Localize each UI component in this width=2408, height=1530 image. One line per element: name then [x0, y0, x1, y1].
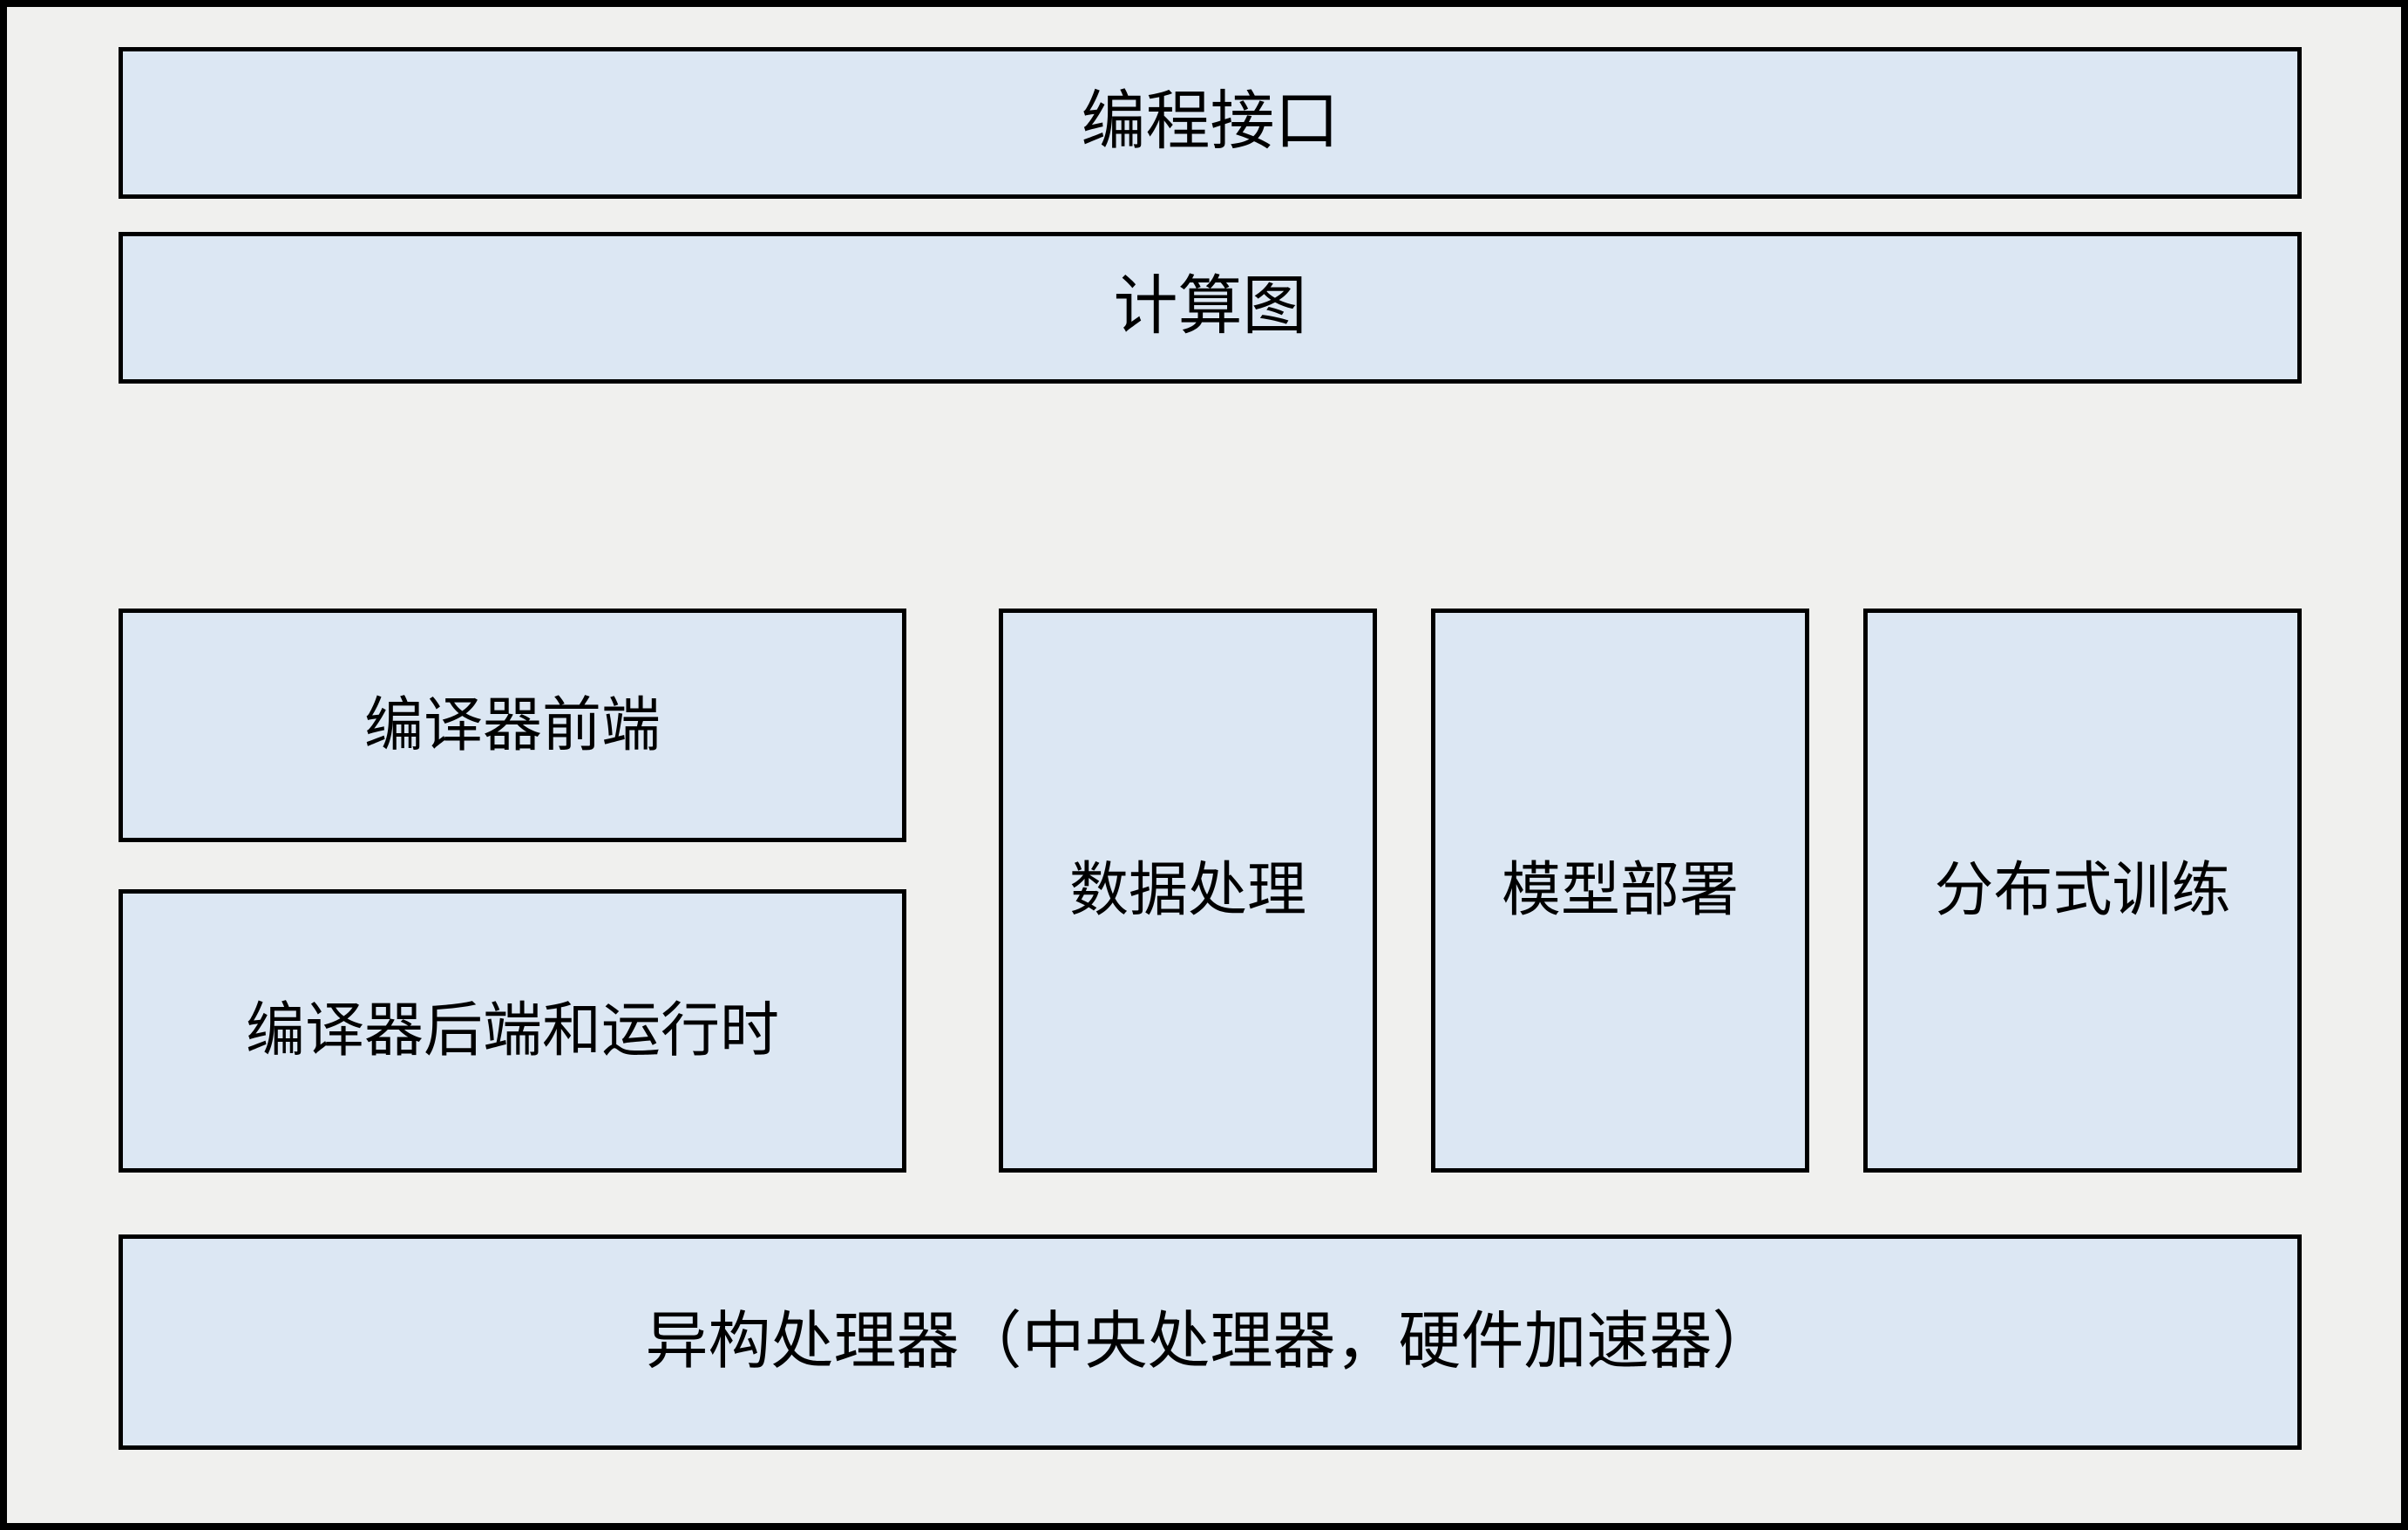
layer-label-compiler-backend-runtime: 编译器后端和运行时	[245, 997, 779, 1064]
layer-label-programming-interface: 编程接口	[1081, 86, 1340, 159]
layer-box-heterogeneous-processors: 异构处理器（中央处理器，硬件加速器）	[119, 1234, 2302, 1450]
layer-label-model-deployment: 模型部署	[1501, 857, 1739, 924]
layer-box-model-deployment: 模型部署	[1431, 609, 1809, 1173]
layer-label-computational-graph: 计算图	[1113, 271, 1307, 343]
layer-box-compiler-frontend: 编译器前端	[119, 609, 906, 842]
layer-box-computational-graph: 计算图	[119, 232, 2302, 384]
layer-box-data-processing: 数据处理	[999, 609, 1377, 1173]
layer-label-distributed-training: 分布式训练	[1934, 857, 2231, 924]
layer-box-programming-interface: 编程接口	[119, 47, 2302, 199]
layer-label-heterogeneous-processors: 异构处理器（中央处理器，硬件加速器）	[645, 1306, 1775, 1377]
layer-box-compiler-backend-runtime: 编译器后端和运行时	[119, 889, 906, 1173]
layer-label-data-processing: 数据处理	[1068, 857, 1306, 924]
layer-box-distributed-training: 分布式训练	[1863, 609, 2302, 1173]
layer-label-compiler-frontend: 编译器前端	[363, 691, 661, 758]
